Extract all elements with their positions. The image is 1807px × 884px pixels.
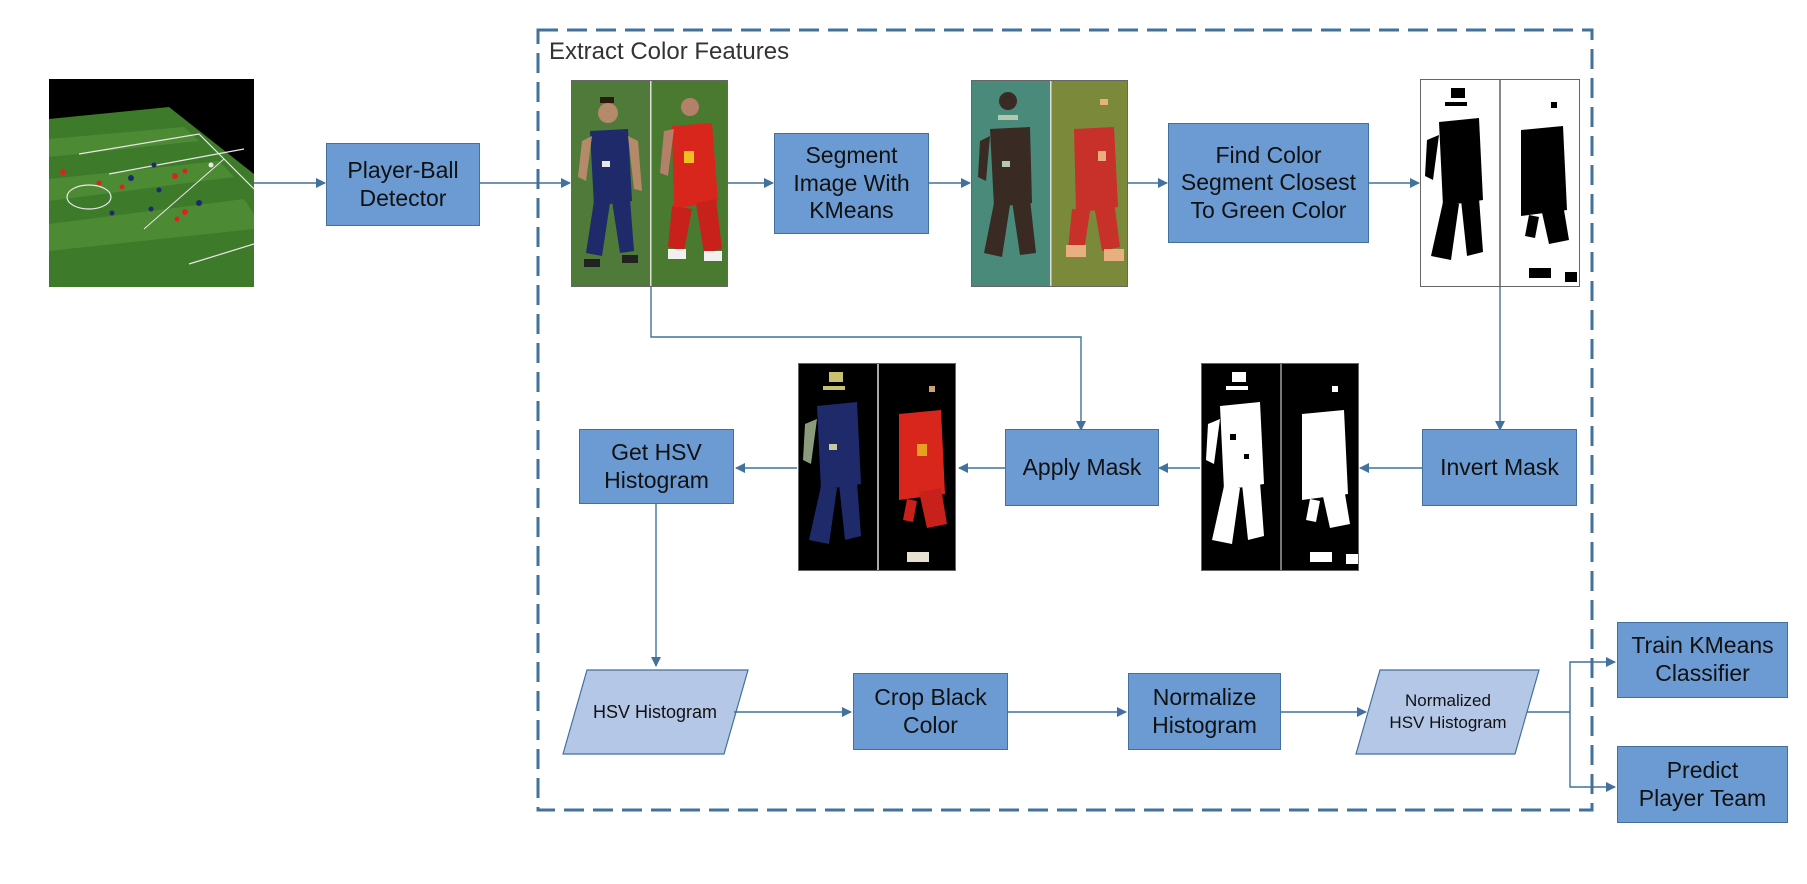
normalized-hsv-histogram-data-shape <box>1355 669 1540 755</box>
extract-color-features-group <box>536 28 1594 812</box>
player-crops-image <box>571 80 728 287</box>
find-green-segment-box: Find Color Segment Closest To Green Colo… <box>1168 123 1369 243</box>
player-ball-detector-box: Player-Ball Detector <box>326 143 480 226</box>
segmented-crops-image <box>971 80 1128 287</box>
normalize-histogram-box: Normalize Histogram <box>1128 673 1281 750</box>
invert-mask-box: Invert Mask <box>1422 429 1577 506</box>
predict-player-team-box: Predict Player Team <box>1617 746 1788 823</box>
masked-crops-image <box>798 363 956 571</box>
group-title: Extract Color Features <box>549 38 790 65</box>
green-mask-image <box>1420 79 1580 287</box>
connector-arrows <box>254 178 1616 792</box>
normalized-hsv-histogram-label: Normalized HSV Histogram <box>1389 690 1507 732</box>
hsv-histogram-label: HSV Histogram <box>592 701 718 722</box>
get-hsv-histogram-box: Get HSV Histogram <box>579 429 734 504</box>
arrow-to-train <box>1569 657 1616 712</box>
train-kmeans-classifier-box: Train KMeans Classifier <box>1617 622 1788 698</box>
arrow-crops-to-apply <box>650 287 1086 431</box>
segment-kmeans-box: Segment Image With KMeans <box>774 133 929 234</box>
inverted-mask-image <box>1201 363 1359 571</box>
arrow-to-predict <box>1569 712 1616 792</box>
crop-black-color-box: Crop Black Color <box>853 673 1008 750</box>
hsv-histogram-data-shape <box>562 669 749 755</box>
apply-mask-box: Apply Mask <box>1005 429 1159 506</box>
input-frame-image <box>49 79 254 287</box>
